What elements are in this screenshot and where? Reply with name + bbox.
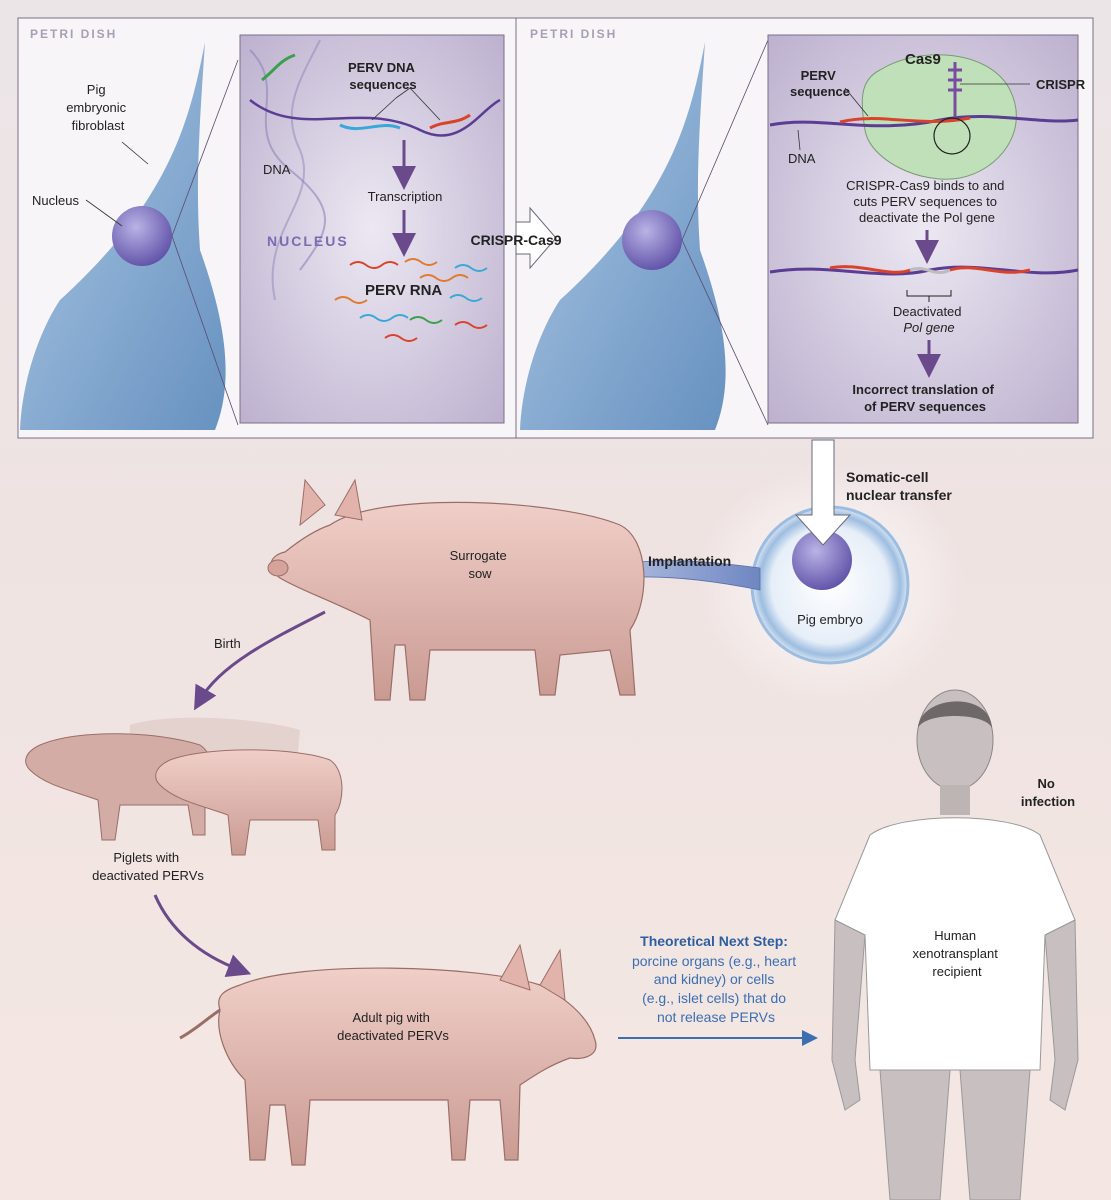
cas9-protein	[861, 54, 1017, 180]
cut-site-circle	[933, 117, 971, 155]
nucleus-title: NUCLEUS	[267, 233, 349, 249]
human-label: Human xenotransplant recipient	[913, 928, 1002, 979]
piglets	[25, 717, 343, 856]
embryo-label: Pig embryo	[797, 612, 863, 627]
nuclear-transfer-arrow	[794, 439, 852, 546]
nucleus-label: Nucleus	[32, 193, 79, 208]
crispr-cas9-arrow	[515, 206, 557, 270]
dna-label-left: DNA	[263, 162, 291, 177]
cas9-label: Cas9	[905, 51, 941, 68]
birth-label: Birth	[214, 636, 241, 651]
crispr-guide	[948, 62, 962, 118]
nucleus-right	[622, 210, 682, 270]
birth-arrow	[194, 610, 326, 711]
cell-label: Pig embryonic fibroblast	[66, 82, 130, 133]
result-text: Incorrect translation of of PERV sequenc…	[852, 382, 997, 414]
petri-dish-left-title: PETRI DISH	[30, 27, 117, 41]
nucleus-left	[112, 206, 172, 266]
petri-dish-right-title: PETRI DISH	[530, 27, 617, 41]
growth-arrow	[153, 894, 252, 978]
piglets-label: Piglets with deactivated PERVs	[92, 850, 204, 883]
dna-label-right: DNA	[788, 151, 816, 166]
human-recipient	[831, 689, 1079, 1200]
no-infection-label: No infection	[1021, 776, 1075, 809]
transcription-label: Transcription	[368, 189, 443, 204]
implantation-label: Implantation	[648, 553, 731, 569]
transfer-label: Somatic-cell nuclear transfer	[846, 469, 952, 503]
nucleus-zoom-box	[239, 34, 505, 424]
adult-pig-label: Adult pig with deactivated PERVs	[337, 1010, 449, 1043]
perv-rna-strands	[334, 258, 488, 342]
crispr-cas9-arrow-label: CRISPR-Cas9	[470, 232, 561, 248]
perv-sequence-label: PERV sequence	[790, 68, 850, 99]
perv-dna-label: PERV DNA sequences	[348, 60, 418, 92]
adult-pig	[179, 943, 597, 1166]
binds-text: CRISPR-Cas9 binds to and cuts PERV seque…	[846, 178, 1008, 225]
embryo-nucleus	[792, 530, 852, 590]
sow-label: Surrogate sow	[450, 548, 511, 581]
perv-rna-label: PERV RNA	[365, 282, 442, 299]
surrogate-sow	[267, 478, 645, 701]
dna-strand	[249, 98, 501, 137]
crispr-label: CRISPR	[1036, 77, 1086, 92]
deactivated-pol-label: Deactivated Pol gene	[893, 304, 965, 335]
next-step-text: Theoretical Next Step: porcine organs (e…	[632, 933, 800, 1025]
